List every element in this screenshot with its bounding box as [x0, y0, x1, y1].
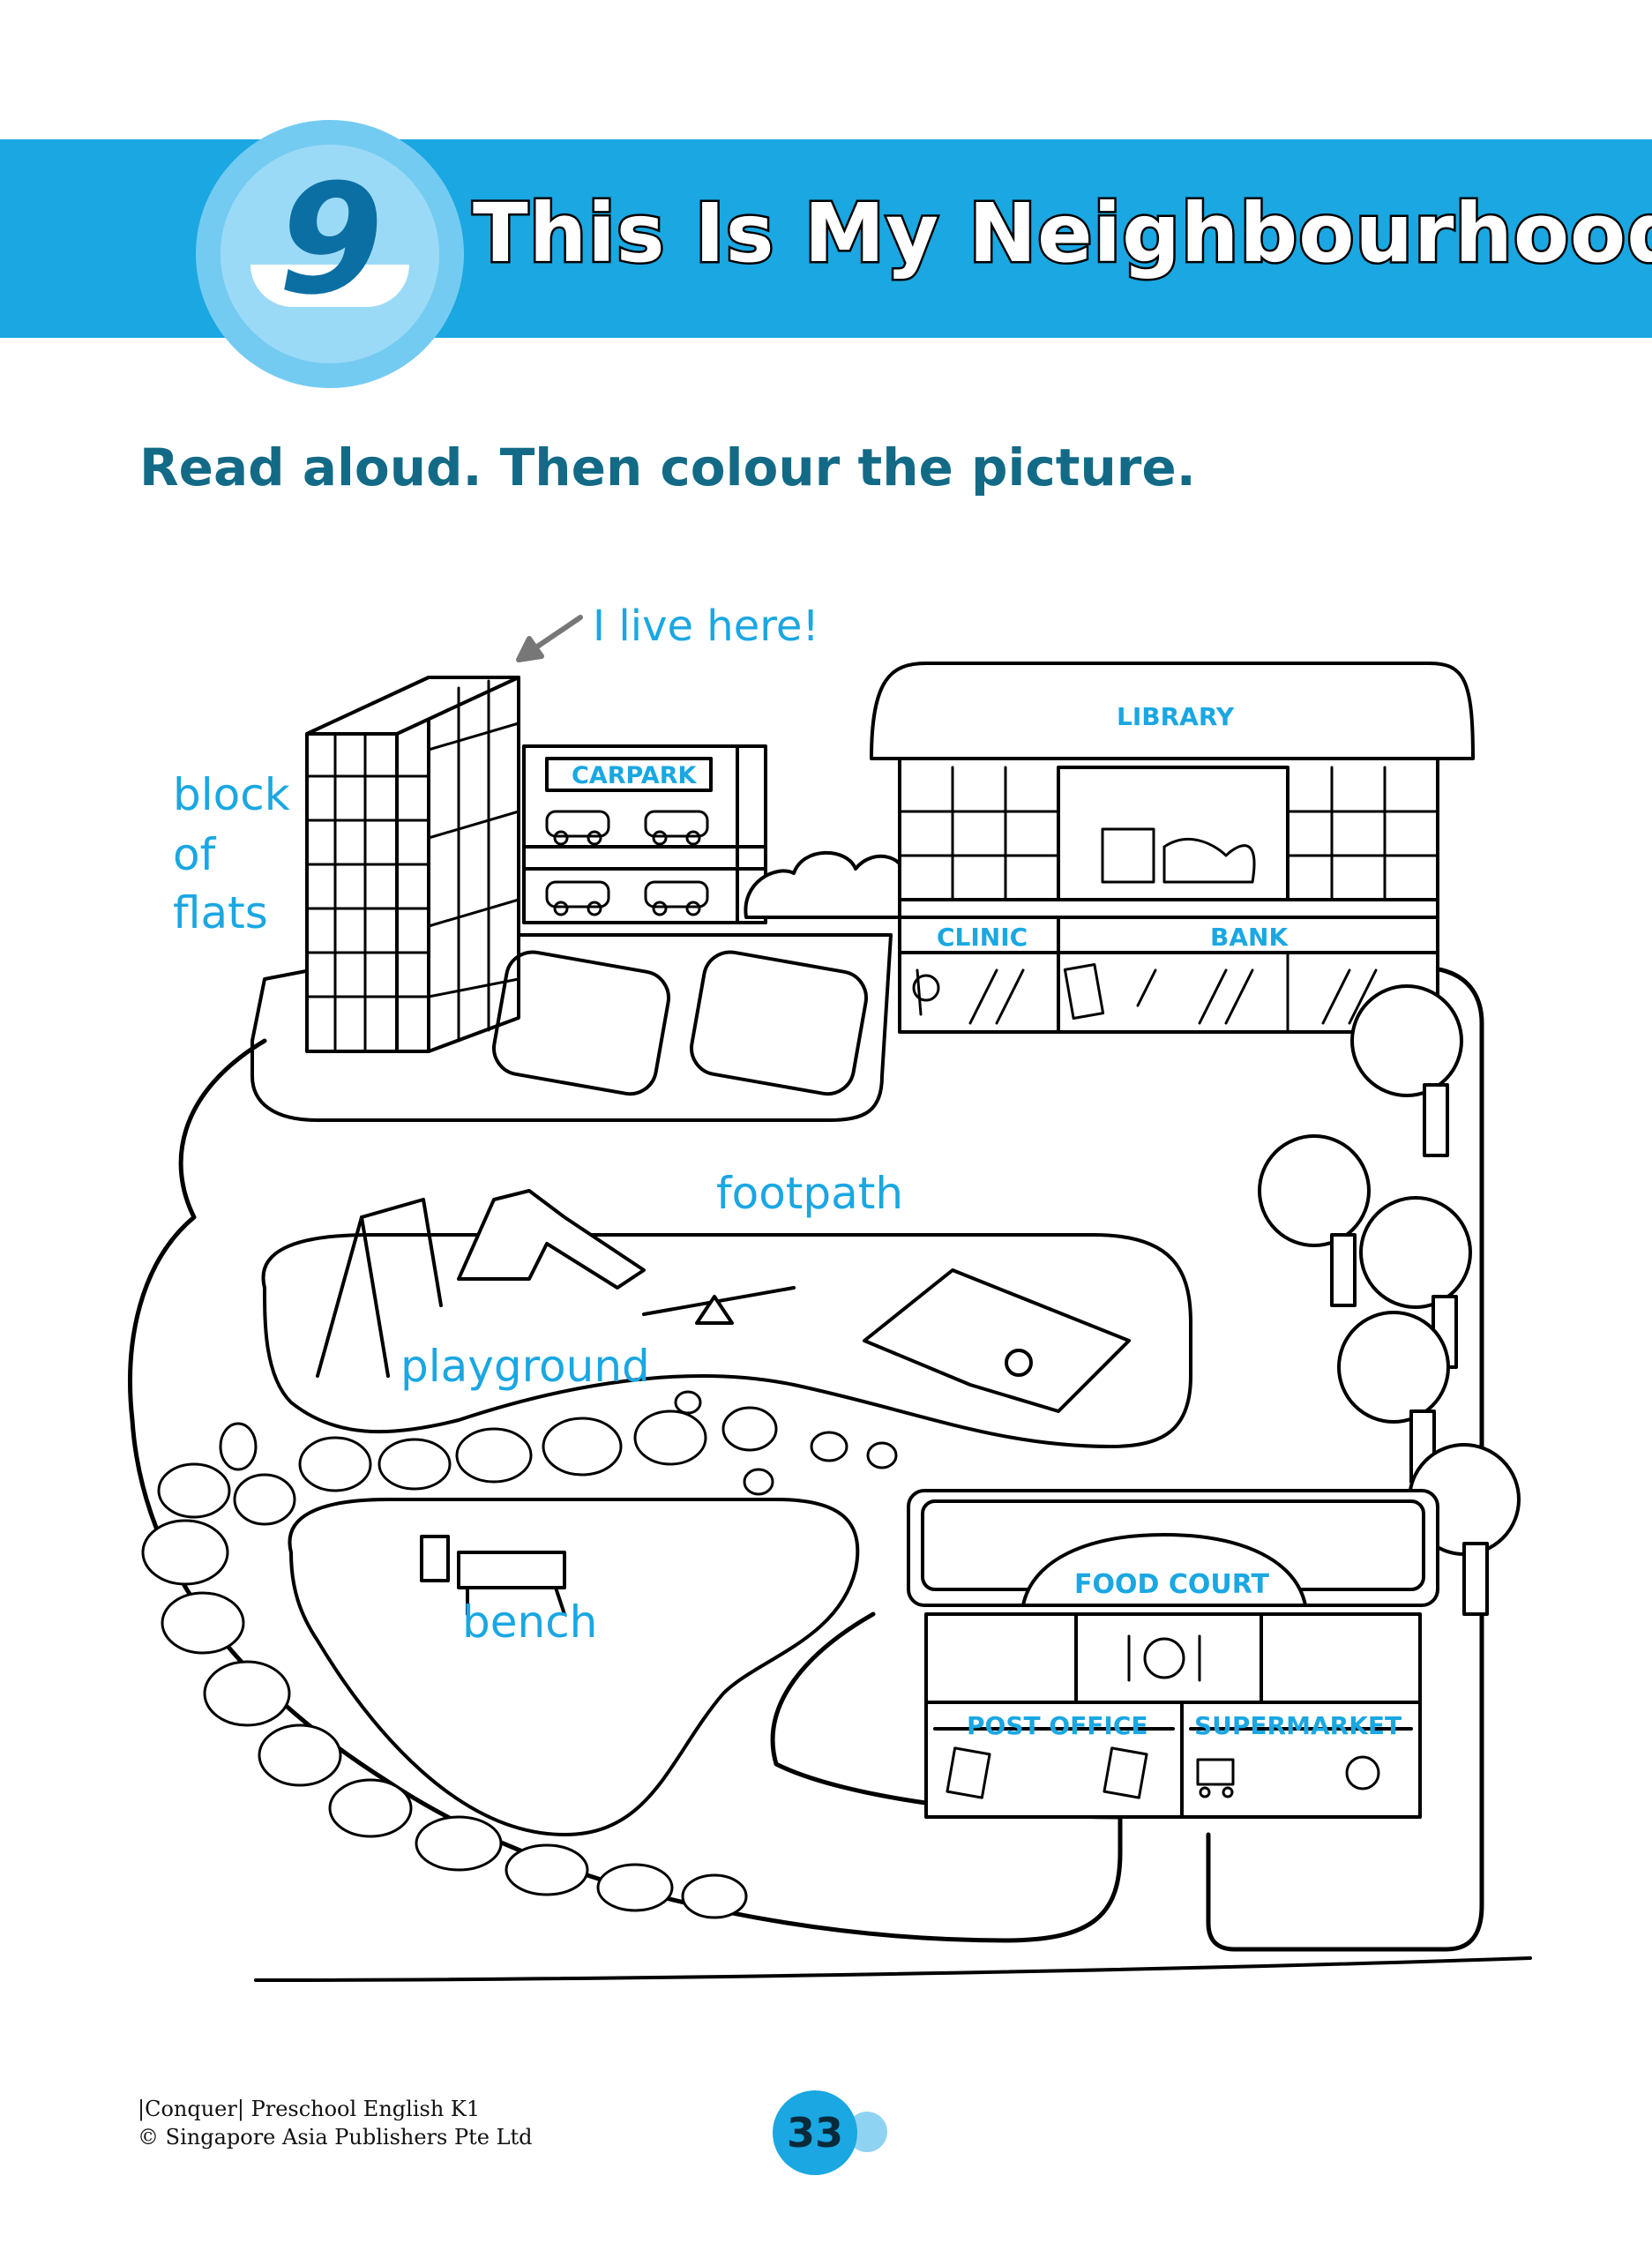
lawn-right [690, 950, 869, 1096]
label-block-line1: block [173, 769, 290, 820]
sign-bank: BANK [1210, 923, 1289, 952]
trees [1258, 984, 1521, 1616]
ground-horizon [254, 1956, 1532, 1982]
label-block-line3: flats [173, 887, 268, 938]
stamp-icon [946, 1746, 991, 1799]
hedge [744, 850, 908, 919]
chapter-number: 9 [278, 151, 384, 328]
footer-book-title: |Conquer| Preschool English K1 [138, 2097, 481, 2121]
bench-icon [457, 1551, 566, 1616]
playground-lawn [261, 1233, 1192, 1448]
page-number-badge [773, 2090, 857, 2175]
lawn-left [492, 950, 671, 1096]
label-footpath: footpath [716, 1168, 903, 1219]
food-court-building [907, 1489, 1439, 1819]
dollar-icon [1063, 962, 1105, 1021]
sandpit-icon [863, 1268, 1131, 1413]
block-of-flats [305, 676, 520, 1053]
stepping-stones [141, 1390, 898, 1919]
slide-icon [457, 1189, 646, 1290]
swing-icon [316, 1198, 443, 1378]
label-block-line2: of [173, 829, 217, 880]
cutlery-icon [1127, 1634, 1201, 1682]
car-icon [545, 810, 709, 916]
sign-post-office: POST OFFICE [967, 1711, 1148, 1740]
basket-icon [1345, 1755, 1380, 1791]
footpath-outline-outer [1206, 966, 1484, 1952]
sign-food-court: FOOD COURT [1074, 1569, 1269, 1600]
footer-copyright: © Singapore Asia Publishers Pte Ltd [138, 2125, 533, 2150]
flats-plaza [250, 933, 893, 1122]
stethoscope-icon [912, 968, 940, 1016]
carpark-building [522, 744, 767, 924]
sign-carpark: CARPARK [572, 762, 697, 789]
seesaw-icon [642, 1286, 796, 1325]
cart-icon [1196, 1758, 1235, 1798]
pointer-label: I live here! [593, 602, 819, 651]
page-number: 33 [786, 2109, 843, 2157]
label-playground: playground [400, 1341, 650, 1392]
library-building [870, 662, 1475, 1034]
bin-icon [420, 1535, 450, 1582]
bench-lawn [288, 1498, 860, 1836]
pointer-arrow [516, 615, 583, 662]
sign-library: LIBRARY [1117, 702, 1235, 731]
instruction-text: Read aloud. Then colour the picture. [139, 437, 1196, 497]
page-title: This Is My Neighbourhood [470, 184, 1652, 283]
sign-supermarket: SUPERMARKET [1194, 1711, 1402, 1740]
chapter-badge-smile [250, 265, 409, 307]
label-bench: bench [462, 1596, 597, 1648]
chapter-badge-inner [221, 145, 439, 363]
newspaper-icon [1103, 1746, 1148, 1799]
books-icon [1101, 827, 1256, 884]
sign-clinic: CLINIC [937, 923, 1028, 952]
